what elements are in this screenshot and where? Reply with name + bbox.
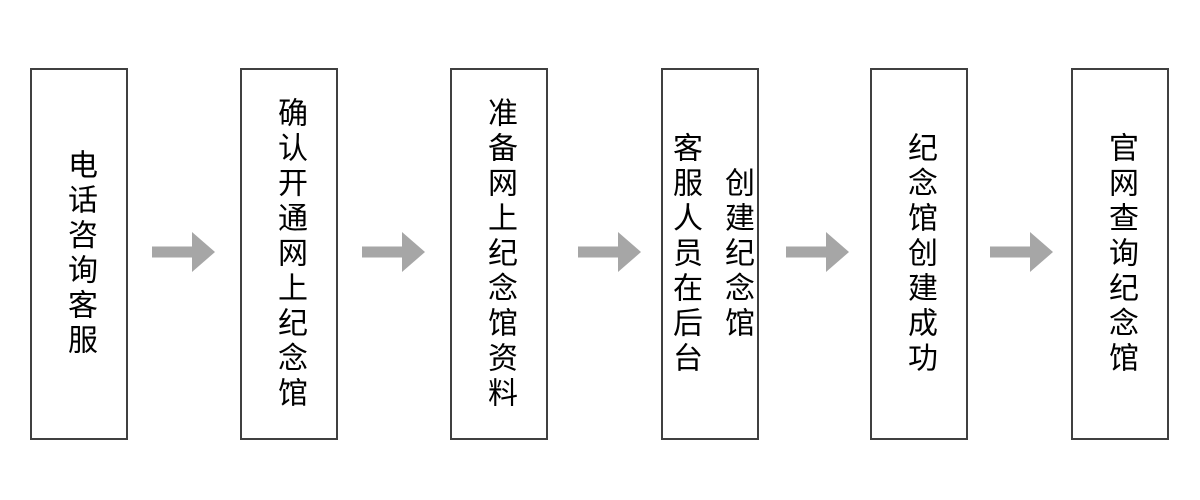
arrow-right-shape <box>786 232 849 272</box>
arrow-right-shape <box>152 232 215 272</box>
arrow-right-icon <box>362 232 425 272</box>
flow-step-1: 电话咨询客服 <box>30 68 128 440</box>
flow-step-2-label: 确认开通网上纪念馆 <box>272 96 307 412</box>
arrow-right-icon <box>786 232 849 272</box>
flow-step-3: 准备网上纪念馆资料 <box>450 68 548 440</box>
flow-step-5-label: 纪念馆创建成功 <box>902 131 937 377</box>
flow-step-1-label: 电话咨询客服 <box>62 149 97 359</box>
flow-step-2: 确认开通网上纪念馆 <box>240 68 338 440</box>
arrow-right-icon <box>990 232 1053 272</box>
flow-step-6: 官网查询纪念馆 <box>1071 68 1169 440</box>
flow-step-6-label: 官网查询纪念馆 <box>1103 131 1138 377</box>
flow-step-3-label: 准备网上纪念馆资料 <box>482 96 517 412</box>
flow-step-5: 纪念馆创建成功 <box>870 68 968 440</box>
flow-step-4: 客服人员在后台 创建纪念馆 <box>661 68 759 440</box>
arrow-right-icon <box>152 232 215 272</box>
arrow-right-shape <box>578 232 641 272</box>
arrow-right-icon <box>578 232 641 272</box>
flow-step-4-label: 客服人员在后台 创建纪念馆 <box>667 131 754 377</box>
arrow-right-shape <box>990 232 1053 272</box>
arrow-right-shape <box>362 232 425 272</box>
